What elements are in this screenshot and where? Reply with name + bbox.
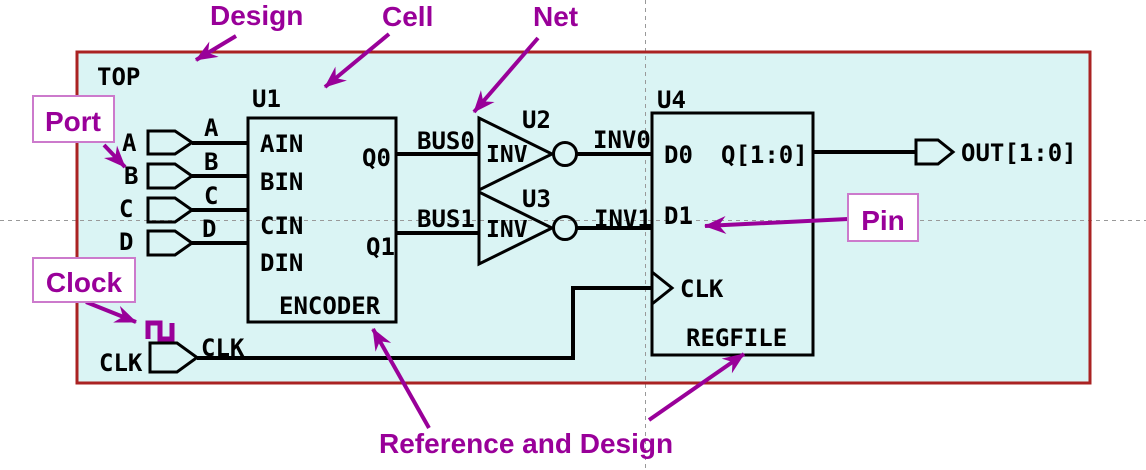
port-c-symbol xyxy=(146,196,195,224)
pin-ain-label: AIN xyxy=(260,130,303,158)
cell-u3-reference-label: INV xyxy=(486,217,528,243)
net-clk-wire xyxy=(197,286,652,360)
port-out-label: OUT[1:0] xyxy=(961,139,1077,167)
reference-arrow-regfile xyxy=(647,352,746,422)
net-c-label: C xyxy=(204,182,218,210)
cell-u4-instance-label: U4 xyxy=(657,86,686,114)
cell-u3-instance-label: U3 xyxy=(522,185,551,213)
cell-u2-instance-label: U2 xyxy=(522,106,551,134)
port-clk-label: CLK xyxy=(99,349,143,377)
port-clk: CLK CLK xyxy=(99,320,245,377)
port-c-label: C xyxy=(119,195,133,223)
cell-u4-reference-label: REGFILE xyxy=(686,324,787,352)
net-callout-label: Net xyxy=(533,1,578,32)
port-out: OUT[1:0] xyxy=(914,138,1077,167)
net-bus1-label: BUS1 xyxy=(417,205,475,233)
net-d-label: D xyxy=(202,215,216,243)
pin-callout-box xyxy=(847,193,919,242)
cell-u3-outline xyxy=(477,189,556,267)
clock-callout-label: Clock xyxy=(46,267,123,298)
design-boundary-fill xyxy=(77,52,1090,383)
net-bus0-label: BUS0 xyxy=(417,127,475,155)
port-b-symbol xyxy=(146,162,195,190)
port-d: D D xyxy=(119,215,248,257)
clock-callout-box xyxy=(32,257,136,303)
cell-u2-bubble xyxy=(552,141,578,167)
design-callout-label: Design xyxy=(210,0,303,31)
pin-din-label: DIN xyxy=(260,249,303,277)
cell-arrow xyxy=(323,32,391,89)
pin-q1-label: Q1 xyxy=(366,233,395,261)
port-d-label: D xyxy=(119,228,133,256)
reference-callout-label: Reference and Design xyxy=(379,428,673,459)
cell-u2-reference-label: INV xyxy=(486,142,528,168)
port-clk-symbol xyxy=(148,341,200,374)
net-a-label: A xyxy=(204,114,219,142)
pin-d1-label: D1 xyxy=(664,202,693,230)
cell-callout-label: Cell xyxy=(382,1,433,32)
port-a: A A xyxy=(122,114,248,157)
clock-waveform-icon xyxy=(145,320,175,342)
cell-u2: U2 INV xyxy=(477,106,578,193)
net-b-label: B xyxy=(204,148,218,176)
cell-u3-bubble xyxy=(552,215,578,241)
port-out-symbol xyxy=(914,138,956,166)
port-c: C C xyxy=(119,182,248,224)
net-inv0-label: INV0 xyxy=(593,126,651,154)
clock-arrow xyxy=(85,300,137,324)
pin-cin-label: CIN xyxy=(260,212,303,240)
port-b-label: B xyxy=(124,162,138,190)
pin-q-bus-label: Q[1:0] xyxy=(721,141,808,169)
cell-u1: U1 AIN BIN CIN DIN Q0 Q1 ENCODER xyxy=(246,85,398,324)
design-name-label: TOP xyxy=(97,63,140,91)
pin-arrow xyxy=(704,215,849,234)
port-a-label: A xyxy=(122,129,137,157)
clock-pin-triangle xyxy=(651,270,675,306)
port-callout: Port xyxy=(32,95,115,143)
pin-d0-label: D0 xyxy=(664,141,693,169)
pin-q0-label: Q0 xyxy=(362,144,391,172)
port-d-symbol xyxy=(146,229,195,257)
net-inv1-label: INV1 xyxy=(594,205,652,233)
clock-callout: Clock xyxy=(32,257,136,303)
pin-clk-label: CLK xyxy=(680,275,724,303)
port-b: B B xyxy=(124,148,248,190)
port-a-symbol xyxy=(146,129,195,156)
pin-callout-label: Pin xyxy=(861,205,905,236)
cell-u1-outline xyxy=(246,116,398,324)
pin-bin-label: BIN xyxy=(260,168,303,196)
cell-u1-instance-label: U1 xyxy=(252,85,281,113)
net-arrow xyxy=(472,36,540,114)
cell-u1-reference-label: ENCODER xyxy=(279,292,381,320)
pin-callout: Pin xyxy=(847,193,919,242)
port-arrow xyxy=(102,143,127,169)
net-clk-label: CLK xyxy=(201,334,245,362)
cell-u2-outline xyxy=(477,115,556,193)
port-callout-label: Port xyxy=(45,106,101,137)
design-arrow xyxy=(194,34,238,62)
reference-arrow-encoder xyxy=(371,328,431,429)
design-boundary-border xyxy=(75,50,1092,385)
port-callout-box xyxy=(32,95,115,143)
cell-u3: U3 INV xyxy=(477,185,578,267)
